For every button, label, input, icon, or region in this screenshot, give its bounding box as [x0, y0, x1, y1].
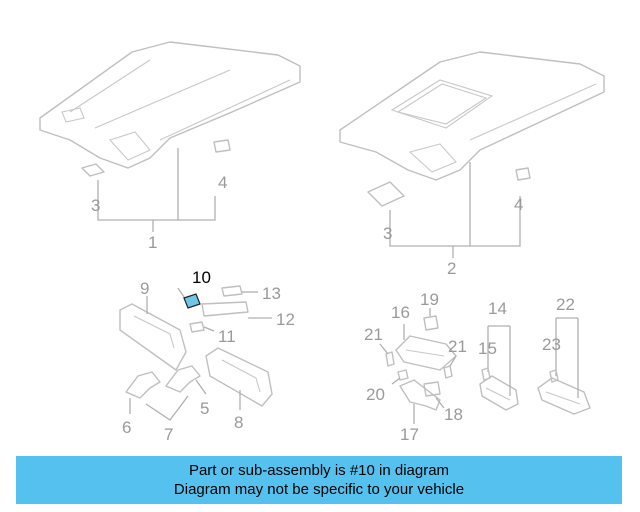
- bulb-21-left: [385, 351, 395, 367]
- label-2: 2: [447, 259, 456, 278]
- label-4-right: 4: [514, 195, 523, 214]
- info-banner: Part or sub-assembly is #10 in diagram D…: [16, 456, 622, 504]
- banner-line-2: Diagram may not be specific to your vehi…: [173, 481, 465, 498]
- lamp-14: [479, 375, 519, 411]
- grab-handle-left: [125, 371, 161, 399]
- label-11: 11: [218, 327, 236, 346]
- bracket-17: [399, 379, 441, 411]
- label-18: 18: [444, 405, 463, 424]
- visor-clip-right: [367, 181, 405, 207]
- banner-line-1: Part or sub-assembly is #10 in diagram: [188, 462, 450, 479]
- dome-lamp-right: [515, 167, 531, 181]
- label-13: 13: [262, 284, 281, 303]
- label-7: 7: [164, 425, 173, 444]
- part-11: [189, 321, 205, 333]
- headliner-left: [39, 41, 301, 169]
- bulb-23: [549, 369, 559, 383]
- lamp-switch-19: [423, 315, 439, 331]
- label-3-left: 3: [91, 196, 100, 215]
- parts-diagram: 3 4 1 3 4 2 10 9 11 12 13 8 6 5 7: [39, 41, 605, 444]
- label-6: 6: [122, 418, 131, 437]
- part-10-clip: [177, 287, 201, 309]
- grab-handle-right: [165, 365, 201, 393]
- bulb-15: [481, 367, 491, 381]
- leader-2: [389, 162, 521, 258]
- sun-visor-left: [119, 303, 187, 371]
- label-20: 20: [366, 385, 385, 404]
- label-21-right: 21: [448, 337, 467, 356]
- label-5: 5: [200, 399, 209, 418]
- label-4-left: 4: [218, 173, 227, 192]
- label-1: 1: [148, 233, 157, 252]
- leader-1: [97, 148, 216, 221]
- label-12: 12: [276, 310, 295, 329]
- label-8: 8: [234, 413, 243, 432]
- label-16: 16: [391, 303, 410, 322]
- label-15: 15: [478, 339, 497, 358]
- visor-clip-left: [81, 163, 105, 177]
- part-12: [201, 301, 249, 317]
- clip-20: [397, 369, 409, 381]
- sun-visor-right: [205, 347, 273, 407]
- part-13: [221, 285, 243, 297]
- label-23: 23: [542, 335, 561, 354]
- dome-lamp-left: [213, 139, 231, 153]
- headliner-right: [339, 51, 605, 181]
- label-19: 19: [420, 290, 439, 309]
- label-3-right: 3: [383, 224, 392, 243]
- bulb-21-right: [443, 365, 453, 379]
- lamp-22: [537, 377, 591, 415]
- label-10: 10: [192, 268, 211, 287]
- part-18: [423, 381, 441, 397]
- label-14: 14: [488, 299, 507, 318]
- label-9: 9: [140, 279, 149, 298]
- label-22: 22: [556, 295, 575, 314]
- label-17: 17: [400, 425, 419, 444]
- label-21-left: 21: [364, 325, 383, 344]
